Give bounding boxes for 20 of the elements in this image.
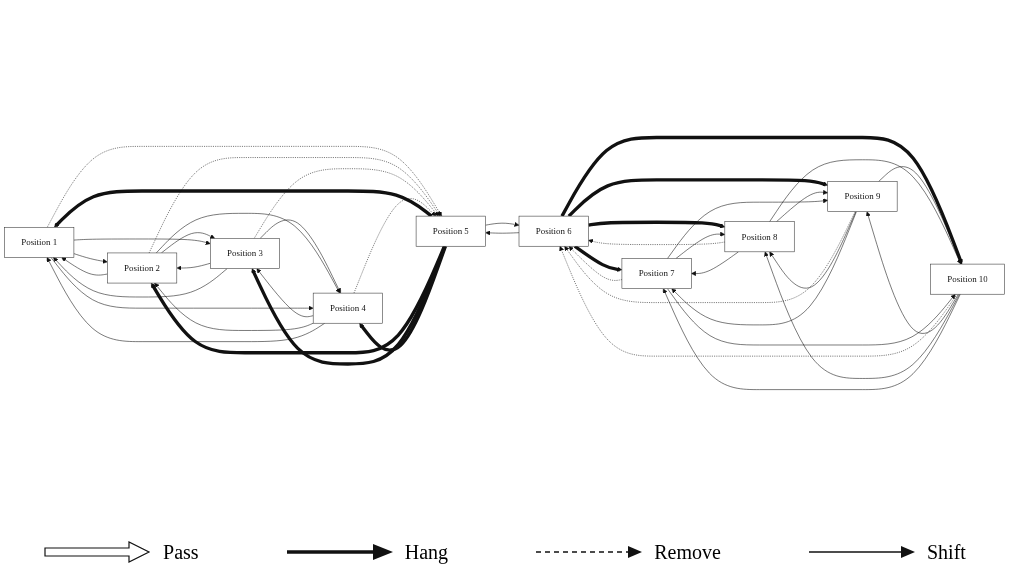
legend-label: Remove — [654, 540, 721, 564]
arrow — [567, 178, 828, 218]
node-box: Position 5 — [415, 215, 486, 247]
node-box: Position 4 — [312, 292, 383, 324]
legend-label: Shift — [927, 540, 966, 564]
arrow — [150, 245, 446, 355]
node-box: Position 9 — [827, 181, 898, 212]
node-box: Position 10 — [930, 263, 1005, 295]
arrow — [359, 245, 447, 352]
node-box: Position 6 — [518, 215, 589, 247]
arrow — [251, 245, 447, 366]
legend-label: Hang — [404, 540, 449, 564]
node-box: Position 3 — [210, 238, 280, 269]
legend-label: Pass — [163, 540, 199, 564]
node-box: Position 2 — [107, 252, 178, 284]
node-box: Position 7 — [621, 258, 692, 289]
arrow — [588, 220, 726, 229]
node-box: Position 8 — [724, 221, 795, 253]
arrow — [54, 189, 433, 228]
node-box: Position 1 — [4, 226, 75, 258]
